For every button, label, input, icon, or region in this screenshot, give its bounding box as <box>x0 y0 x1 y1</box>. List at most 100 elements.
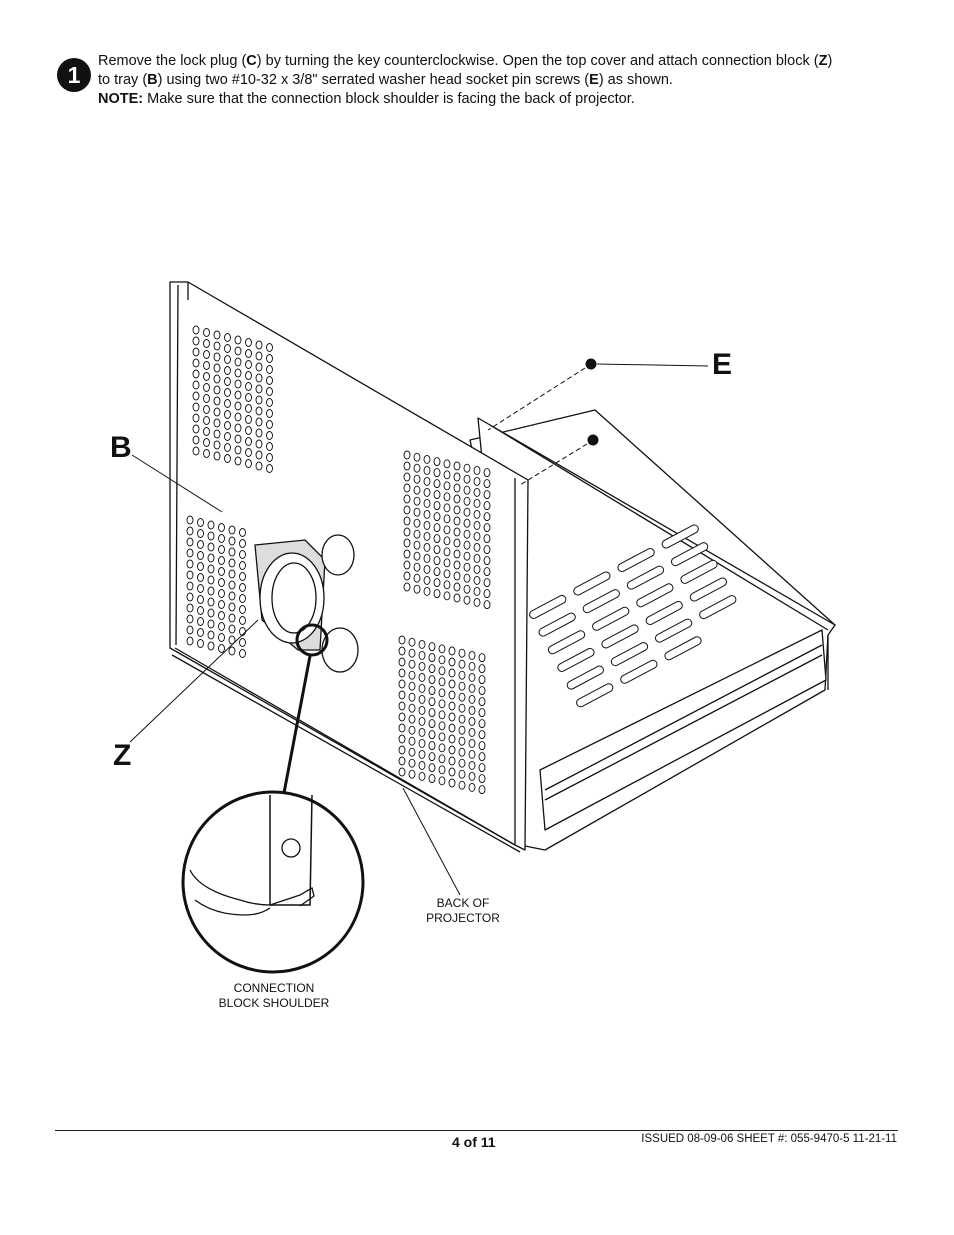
vent-hole <box>403 582 411 592</box>
vent-hole <box>458 692 466 702</box>
vent-hole <box>443 580 451 590</box>
text-run: to tray ( <box>98 72 148 88</box>
vent-hole <box>224 377 231 386</box>
vent-hole <box>473 553 481 563</box>
vent-hole <box>413 452 421 462</box>
vent-hole <box>197 595 204 604</box>
vent-hole <box>443 503 451 513</box>
vent-hole-grids <box>186 325 491 795</box>
vent-hole <box>448 756 456 766</box>
vent-hole <box>234 401 242 411</box>
vent-hole <box>239 594 246 603</box>
vent-hole <box>428 697 436 707</box>
vent-hole <box>266 398 273 407</box>
vent-hole <box>483 468 491 478</box>
vent-hole <box>413 551 421 561</box>
vent-hole <box>228 646 236 656</box>
vent-hole <box>228 525 236 535</box>
vent-hole <box>458 725 466 735</box>
vent-hole <box>234 379 242 389</box>
vent-hole <box>408 736 416 746</box>
vent-hole <box>255 351 263 361</box>
vent-hole <box>438 776 446 786</box>
vent-hole <box>453 571 461 581</box>
vent-hole <box>478 730 486 740</box>
vent-hole <box>218 611 225 620</box>
vent-hole <box>203 394 210 403</box>
vent-hole <box>468 694 476 704</box>
vent-hole <box>403 483 411 493</box>
vent-hole <box>203 339 210 348</box>
vent-hole <box>453 538 461 548</box>
vent-hole <box>218 600 225 609</box>
vent-hole <box>266 376 273 385</box>
vent-hole <box>463 507 471 517</box>
vent-hole <box>448 734 456 744</box>
vent-hole <box>234 445 242 455</box>
vent-hole <box>423 575 431 585</box>
vent-hole <box>266 442 273 451</box>
leader-back <box>402 787 461 896</box>
vent-hole <box>423 454 431 464</box>
vent-hole <box>478 686 486 696</box>
vent-hole <box>463 485 471 495</box>
part-letter-c: C <box>246 53 257 69</box>
vent-hole <box>443 525 451 535</box>
vent-hole <box>423 531 431 541</box>
vent-hole <box>458 747 466 757</box>
vent-hole <box>245 393 252 402</box>
vent-hole <box>478 664 486 674</box>
vent-hole <box>473 520 481 530</box>
vent-hole <box>418 661 426 671</box>
vent-hole <box>453 461 461 471</box>
vent-hole <box>203 449 210 458</box>
vent-hole <box>234 357 242 367</box>
vent-hole <box>443 481 451 491</box>
vent-hole <box>207 564 215 574</box>
vent-hole <box>255 340 263 350</box>
vent-hole <box>255 439 263 449</box>
vent-hole <box>443 536 451 546</box>
vent-hole <box>203 383 210 392</box>
vent-hole <box>234 346 242 356</box>
leader-e <box>596 363 709 367</box>
vent-hole <box>224 344 231 353</box>
issued-sheet-number: ISSUED 08-09-06 SHEET #: 055-9470-5 11-2… <box>641 1133 897 1145</box>
vent-hole <box>239 638 246 647</box>
vent-hole <box>197 562 204 571</box>
vent-hole <box>473 575 481 585</box>
vent-hole <box>234 434 242 444</box>
vent-hole <box>458 780 466 790</box>
vent-hole <box>245 404 252 413</box>
vent-hole <box>443 591 451 601</box>
vent-hole <box>413 463 421 473</box>
vent-hole <box>433 523 441 533</box>
vent-hole <box>408 648 416 658</box>
vent-hole <box>453 483 461 493</box>
vent-hole <box>255 384 263 394</box>
vent-hole <box>398 701 406 711</box>
vent-hole <box>423 542 431 552</box>
vent-hole <box>423 487 431 497</box>
vent-hole <box>245 448 252 457</box>
vent-hole <box>218 545 225 554</box>
vent-hole <box>192 435 200 445</box>
vent-hole <box>255 406 263 416</box>
vent-hole <box>213 429 221 439</box>
vent-hole <box>245 415 252 424</box>
vent-hole <box>266 365 273 374</box>
vent-hole <box>403 571 411 581</box>
vent-hole <box>403 560 411 570</box>
vent-hole <box>245 437 252 446</box>
text-run: Remove the lock plug ( <box>98 53 247 69</box>
vent-hole <box>418 749 426 759</box>
vent-hole <box>192 325 200 335</box>
vent-hole <box>197 540 204 549</box>
vent-hole <box>224 388 231 397</box>
text-run: ) <box>827 53 833 69</box>
vent-hole <box>224 366 231 375</box>
vent-hole <box>398 635 406 645</box>
vent-hole <box>228 558 236 568</box>
vent-hole <box>483 501 491 511</box>
vent-hole <box>197 551 204 560</box>
